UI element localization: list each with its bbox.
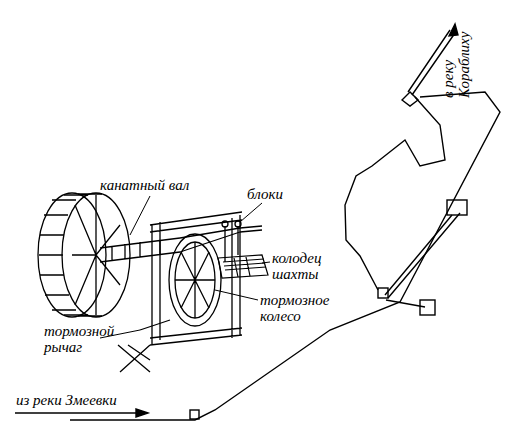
wheel-paddles [39, 194, 120, 316]
shaft-well [218, 255, 268, 278]
outlet-box [402, 92, 418, 106]
leader-line [100, 196, 270, 338]
channel-line [385, 213, 460, 307]
water-channel [15, 24, 500, 420]
brake-rim [175, 242, 215, 318]
part-label: в реку Кораблиху [440, 6, 472, 98]
water-wheel [38, 193, 130, 317]
well-mouth [218, 255, 268, 278]
channel-line [345, 97, 445, 290]
wheel-frame [150, 212, 242, 345]
flow-arrow-line [15, 412, 140, 413]
shaft-axle [180, 226, 262, 252]
part-label: тормозной рычаг [44, 323, 124, 355]
part-label: канатный вал [100, 177, 220, 193]
flow-arrow [136, 409, 148, 417]
sluice-box [447, 200, 467, 215]
brake-rim [169, 234, 221, 326]
brake-lever [118, 320, 170, 372]
channel-line [70, 92, 500, 420]
sluice-box [378, 288, 388, 298]
sluice-box [420, 300, 435, 315]
part-label: блоки [247, 186, 307, 202]
part-label: тормозное колесо [260, 292, 340, 324]
part-label: колодец шахты [272, 250, 334, 282]
shaft-body [100, 238, 180, 262]
part-label: из реки Змеевки [16, 392, 156, 408]
well-grid [223, 257, 266, 277]
leader-lines [100, 196, 270, 338]
sluice-box [190, 410, 199, 419]
brake-spokes [175, 242, 215, 318]
